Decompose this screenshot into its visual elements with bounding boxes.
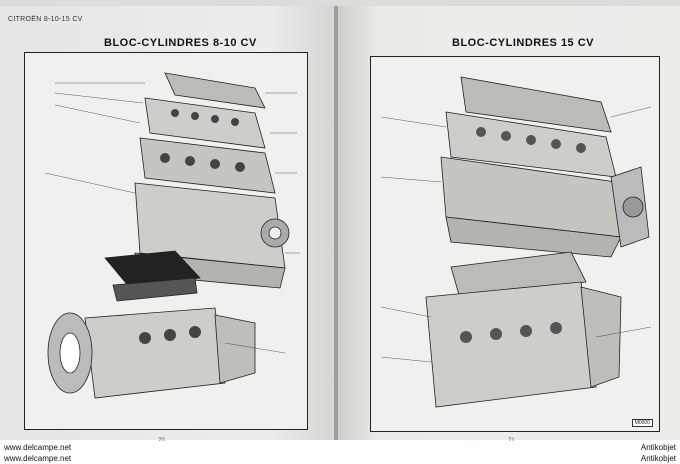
footer-left: www.delcampe.net www.delcampe.net <box>4 442 71 464</box>
footer-right: Antikobjet Antikobjet <box>641 442 676 464</box>
left-page: CITROËN 8-10-15 CV BLOC-CYLINDRES 8-10 C… <box>0 6 334 444</box>
footer-left-line2: www.delcampe.net <box>4 454 72 463</box>
right-exploded-diagram: M0000 <box>370 56 660 432</box>
reference-stamp: M0000 <box>631 419 653 427</box>
watermark-footer: www.delcampe.net www.delcampe.net Antiko… <box>0 441 680 464</box>
running-head: CITROËN 8-10-15 CV <box>8 16 83 23</box>
engine-15cv-illustration <box>380 76 652 408</box>
footer-right-line2: Antikobjet <box>640 454 676 463</box>
engine-8-10cv-illustration <box>44 72 300 399</box>
left-page-title: BLOC-CYLINDRES 8-10 CV <box>104 37 257 49</box>
left-exploded-diagram <box>24 52 308 430</box>
footer-right-line1: Antikobjet <box>640 443 676 452</box>
right-page-title: BLOC-CYLINDRES 15 CV <box>452 37 595 49</box>
book-gutter <box>334 6 338 440</box>
book-spread: CITROËN 8-10-15 CV BLOC-CYLINDRES 8-10 C… <box>0 0 680 444</box>
right-page: BLOC-CYLINDRES 15 CV <box>338 6 680 444</box>
footer-left-line1: www.delcampe.net <box>4 443 72 452</box>
